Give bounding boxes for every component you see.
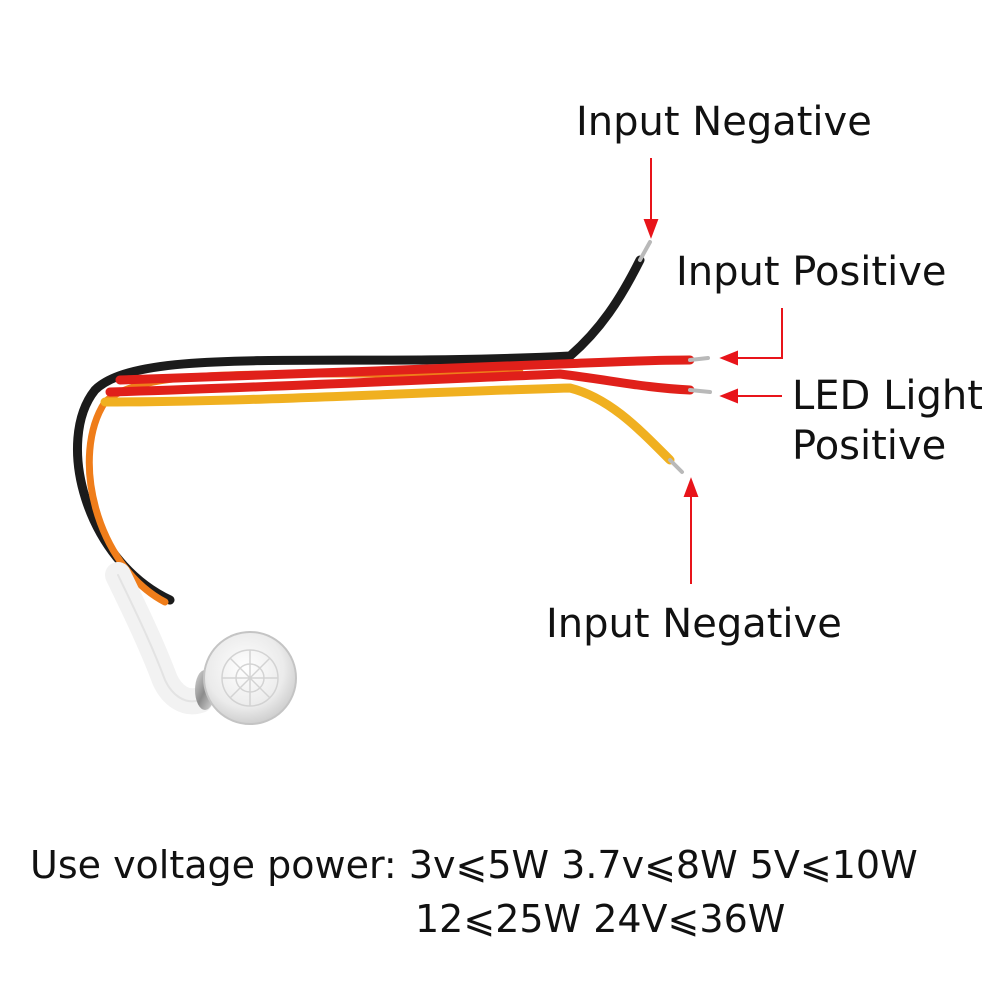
spec-values-1: 3v⩽5W 3.7v⩽8W 5V⩽10W <box>408 843 918 887</box>
label-input-negative-top: Input Negative <box>576 99 872 145</box>
cable-bundle <box>72 240 712 606</box>
yellow-wire-tip <box>668 458 684 474</box>
spec-prefix: Use voltage power: <box>30 843 397 887</box>
label-led-positive: Positive <box>792 423 947 469</box>
orange-wire <box>85 368 524 606</box>
red-wire-bottom <box>105 369 695 397</box>
black-wire <box>72 255 645 605</box>
spec-line-1: Use voltage power: 3v⩽5W 3.7v⩽8W 5V⩽10W <box>30 842 918 890</box>
red-wire-top-tip <box>688 356 710 362</box>
label-input-negative-bottom: Input Negative <box>546 601 842 647</box>
red-wire-bottom-tip <box>688 388 712 394</box>
annotation-arrows <box>643 158 783 584</box>
arrow-input-positive <box>735 308 783 359</box>
yellow-wire <box>100 383 675 465</box>
spec-line-2: 12⩽25W 24V⩽36W <box>415 897 786 941</box>
black-wire-tip <box>638 240 652 262</box>
label-led-light: LED Light <box>792 373 983 419</box>
pir-sensor <box>195 631 297 725</box>
label-input-positive: Input Positive <box>676 249 947 295</box>
red-wire-top <box>115 355 695 385</box>
